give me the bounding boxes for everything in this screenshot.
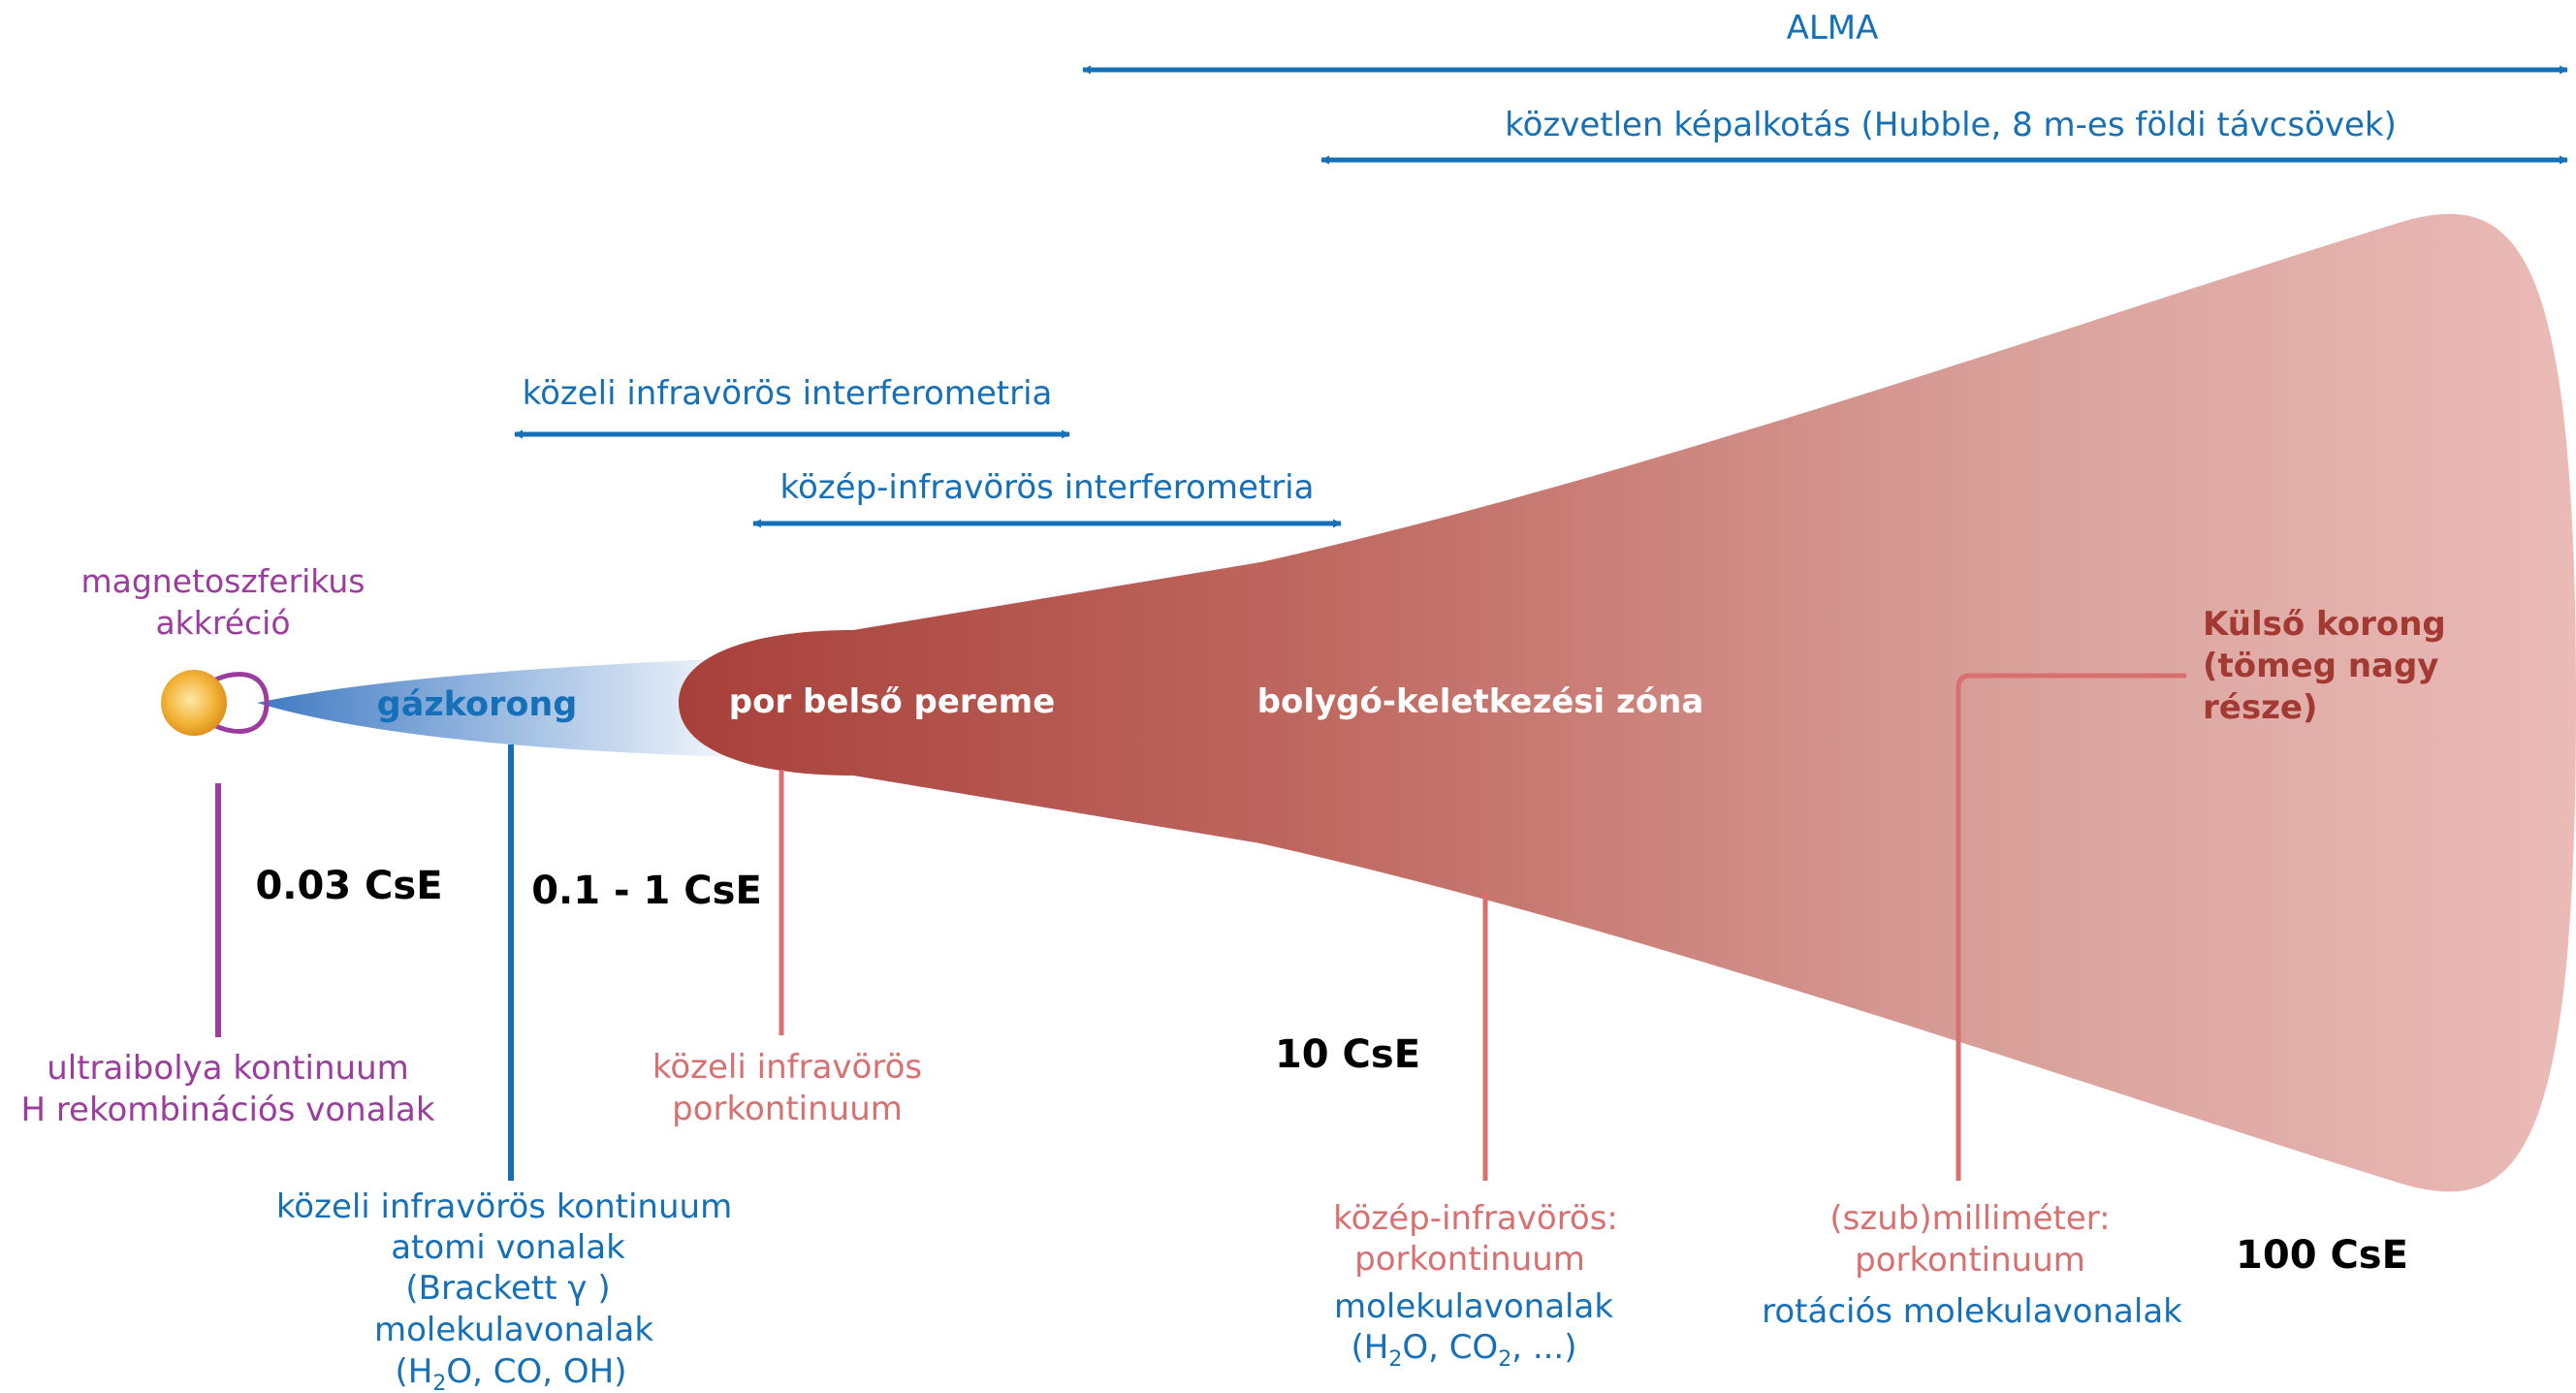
star-icon bbox=[161, 670, 227, 736]
direct-imaging-label: közvetlen képalkotás (Hubble, 8 m-es föl… bbox=[1505, 106, 2397, 144]
alma-label: ALMA bbox=[1787, 9, 1879, 47]
distance-0-03-au: 0.03 CsE bbox=[255, 864, 442, 908]
distance-10-au: 10 CsE bbox=[1275, 1032, 1420, 1077]
nir-tracer-line2: atomi vonalak bbox=[391, 1228, 625, 1267]
mir-interferometry-label: közép-infravörös interferometria bbox=[780, 468, 1315, 507]
gas-disk-shape bbox=[257, 657, 766, 758]
mir-tracer-line4: (H2O, CO2, ...) bbox=[1351, 1328, 1576, 1372]
outer-disk-label-line3: része) bbox=[2203, 688, 2317, 727]
star-label-line2: akkréció bbox=[155, 604, 290, 642]
nir-tracer-line3: (Brackett γ ) bbox=[405, 1269, 610, 1308]
dust-inner-rim-label: por belső pereme bbox=[729, 682, 1056, 721]
gas-disk-label: gázkorong bbox=[377, 685, 578, 724]
mm-tracer-line3: rotációs molekulavonalak bbox=[1762, 1292, 2182, 1331]
outer-disk-pointer-line bbox=[1956, 673, 2186, 1181]
uv-tracer-line1: ultraibolya kontinuum bbox=[47, 1049, 409, 1088]
nir-tracer-line1: közeli infravörös kontinuum bbox=[276, 1187, 732, 1226]
star-label-line1: magnetoszferikus bbox=[80, 562, 365, 600]
mm-tracer-line2: porkontinuum bbox=[1855, 1241, 2085, 1280]
outer-disk-label-line2: (tömeg nagy bbox=[2203, 647, 2438, 685]
planet-forming-zone-label: bolygó-keletkezési zóna bbox=[1257, 682, 1704, 721]
mir-tracer-line2: porkontinuum bbox=[1354, 1240, 1585, 1279]
accretion-loop bbox=[207, 671, 270, 735]
nir-tracer-line5: (H2O, CO, OH) bbox=[396, 1352, 627, 1393]
dust-disk-shape bbox=[679, 213, 2576, 1192]
distance-0-1-1-au: 0.1 - 1 CsE bbox=[531, 869, 762, 913]
distance-100-au: 100 CsE bbox=[2236, 1233, 2408, 1278]
mir-tracer-line3: molekulavonalak bbox=[1334, 1287, 1613, 1326]
uv-tracer-line2: H rekombinációs vonalak bbox=[20, 1091, 434, 1129]
outer-disk-label-line1: Külső korong bbox=[2203, 605, 2446, 644]
nir-tracer-line4: molekulavonalak bbox=[374, 1311, 653, 1349]
nir-dust-tracer-line2: porkontinuum bbox=[672, 1090, 903, 1128]
mm-tracer-line1: (szub)milliméter: bbox=[1829, 1199, 2110, 1238]
nir-dust-tracer-line1: közeli infravörös bbox=[652, 1048, 922, 1087]
mir-tracer-line1: közép-infravörös: bbox=[1333, 1199, 1618, 1238]
nir-interferometry-label: közeli infravörös interferometria bbox=[523, 374, 1053, 413]
